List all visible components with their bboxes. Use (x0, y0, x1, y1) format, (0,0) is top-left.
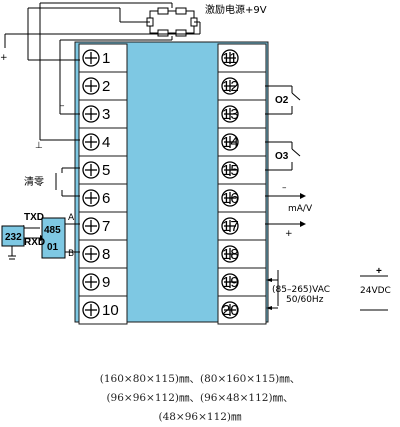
vdc-plus-label: + (376, 266, 382, 277)
terminal-12: 12 (217, 71, 267, 101)
terminal-number: 1 (102, 50, 110, 67)
box-232-label: 232 (5, 232, 22, 243)
terminal-number: 6 (102, 190, 110, 207)
a-label: A (68, 213, 75, 223)
terminal-number: 17 (222, 218, 239, 235)
analog-output (265, 195, 300, 225)
txd-label: TXD (24, 212, 44, 223)
relay-o3-label: O3 (275, 151, 289, 162)
terminal-20: 20 (217, 295, 267, 325)
arrow-16 (300, 193, 306, 199)
terminal-number: 19 (222, 274, 239, 291)
vdc-label: 24VDC (360, 286, 391, 296)
terminal-7: 7 (78, 211, 128, 241)
terminal-number: 5 (102, 162, 110, 179)
terminal-19: 19 (217, 267, 267, 297)
terminal-1: 1 (78, 43, 128, 73)
terminal-9: 9 (78, 267, 128, 297)
caption-line-2: (96×96×112)㎜、(96×48×112)㎜、 (106, 392, 294, 404)
comm-wiring (8, 223, 80, 260)
b-label: B (68, 249, 74, 259)
terminal-number: 10 (102, 302, 119, 319)
power-arrow-20 (266, 306, 272, 310)
terminal-6: 6 (78, 183, 128, 213)
caption-line-1: (160×80×115)㎜、(80×160×115)㎜、 (99, 373, 301, 385)
terminal-18: 18 (217, 239, 267, 269)
vac-line1: (85–265)VAC (272, 285, 330, 295)
terminal-number: 12 (222, 78, 239, 95)
terminal-number: 15 (222, 162, 239, 179)
left-terminal-strip: 1 2 3 4 5 6 7 8 9 10 (78, 43, 128, 325)
clear-label: 清零 (24, 175, 44, 188)
terminal-number: 7 (102, 218, 110, 235)
terminal-number: 4 (102, 134, 110, 151)
terminal-10: 10 (78, 295, 128, 325)
terminal-number: 11 (222, 50, 238, 67)
terminal-number: 16 (222, 190, 239, 207)
terminal-number: 13 (222, 106, 239, 123)
relay-o2 (265, 85, 301, 115)
terminal-13: 13 (217, 99, 267, 129)
minus-label-3: – (60, 101, 65, 111)
terminal-number: 20 (222, 302, 239, 319)
relay-o3 (265, 141, 301, 171)
terminal-number: 8 (102, 246, 110, 263)
terminal-number: 18 (222, 246, 239, 263)
terminal-number: 2 (102, 78, 110, 95)
terminal-number: 3 (102, 106, 110, 123)
strain-bridge (4, 2, 201, 141)
excitation-label: 激励电源+9V (205, 3, 267, 16)
ground-label-4: ⊥ (35, 141, 43, 151)
terminal-15: 15 (217, 155, 267, 185)
terminal-17: 17 (217, 211, 267, 241)
ma-v-label: mA/V (288, 204, 313, 214)
box-01-label: 01 (47, 242, 59, 253)
rxd-label: RXD (24, 237, 45, 248)
right-terminal-strip: 11 12 13 14 15 16 17 18 19 20 (217, 43, 267, 325)
relay-o2-label: O2 (275, 95, 289, 106)
terminal-number: 14 (222, 134, 239, 151)
out-minus-label: – (282, 183, 287, 193)
terminal-11: 11 (217, 43, 267, 73)
terminal-8: 8 (78, 239, 128, 269)
terminal-3: 3 (78, 99, 128, 129)
terminal-number: 9 (102, 274, 110, 291)
clear-switch (55, 167, 80, 197)
terminal-16: 16 (217, 183, 267, 213)
box-485 (41, 217, 66, 259)
power-arrow-19 (266, 278, 272, 282)
arrow-17 (300, 221, 306, 227)
out-plus-label: + (285, 229, 293, 239)
vac-line2: 50/60Hz (286, 295, 324, 305)
terminal-5: 5 (78, 155, 128, 185)
box-232 (1, 225, 25, 247)
plus-label-top: + (0, 53, 8, 63)
terminal-2: 2 (78, 71, 128, 101)
caption-line-3: (48×96×112)㎜ (158, 411, 242, 423)
box-485-label: 485 (44, 225, 61, 236)
terminal-4: 4 (78, 127, 128, 157)
terminal-14: 14 (217, 127, 267, 157)
